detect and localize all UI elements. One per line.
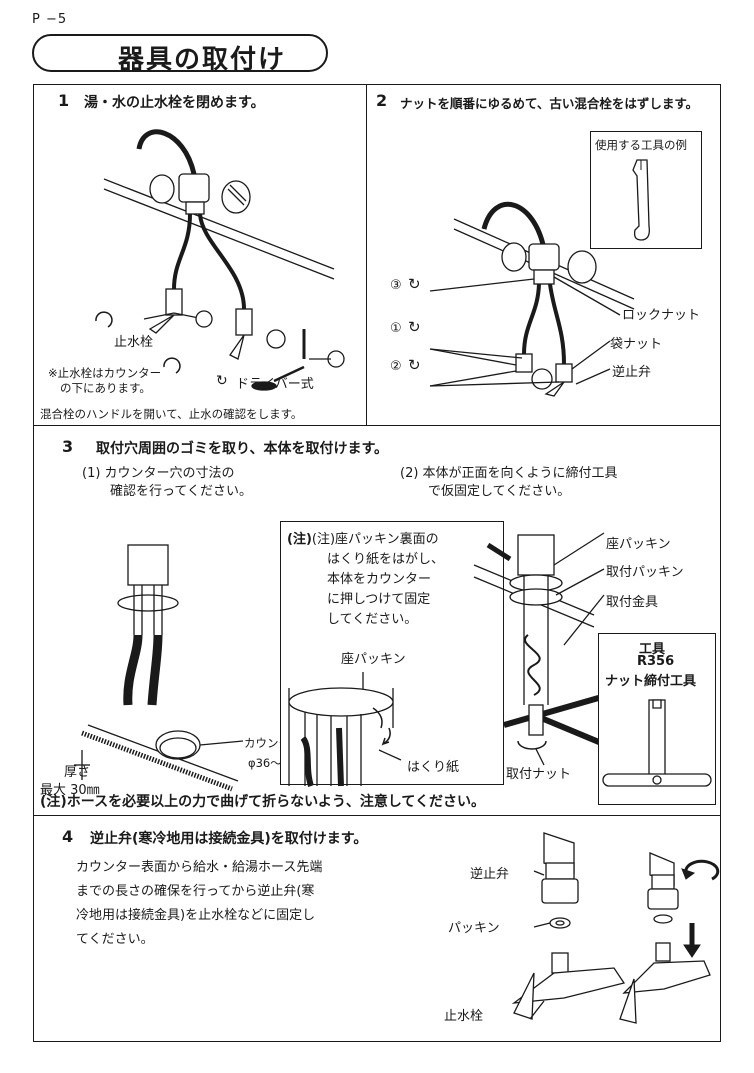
rotate-icon-3: ↻ [408,275,421,293]
hose-caution-note: (注)ホースを必要以上の力で曲げて折らないよう、注意してください。 [40,794,485,810]
release-paper-note-box: (注)(注)座パッキン裏面の はくり紙をはがし、 本体をカウンター に押しつけて… [280,521,504,787]
step-4-heading: 逆止弁(寒冷地用は接続金具)を取付けます。 [90,831,368,847]
screwdriver-type-label: ドライバー式 [236,377,314,392]
step-4-body-line2: までの長さの確保を行ってから逆止弁(寒 [76,884,315,899]
tool-example-label: 使用する工具の例 [595,138,687,152]
mount-fitting-label: 取付金具 [606,595,659,610]
stop-valve-note-line1: ※止水栓はカウンター [48,366,162,380]
release-paper-label: はくり紙 [407,760,460,775]
step-4-stop-valve-label: 止水栓 [444,1009,484,1024]
note-line-2: はくり紙をはがし、 [327,552,445,567]
step-1-heading: 湯・水の止水栓を閉めます。 [84,95,265,111]
tool-code: R356 [637,654,675,669]
tool-name: ナット締付工具 [605,674,697,689]
step-3-sub1-line2: 確認を行ってください。 [110,484,252,499]
step-3-sub2-line1: (2) 本体が正面を向くように締付工具 [400,466,618,481]
stop-valve-label: 止水栓 [114,335,154,350]
note-line-4: に押しつけて固定 [327,592,431,607]
marker-3: ③ [390,278,402,293]
faucet-stop-valve-illustration [95,129,345,391]
tool-title: 工具 [639,642,666,657]
screwdriver-rotate-icon: ↻ [216,373,228,389]
max-thickness-label: 最大 30㎜ [40,783,100,798]
page-number: P −5 [32,12,68,27]
tool-example-box: 使用する工具の例 [590,131,702,249]
step-3-heading: 取付穴周囲のゴミを取り、本体を取付けます。 [96,441,389,457]
note-line-1: (注)(注)座パッキン裏面の [287,532,439,547]
rotate-icon-1: ↻ [408,318,421,336]
divider-step1-step2 [366,85,367,425]
marker-1: ① [390,321,402,336]
counter-hole-illustration [74,544,244,792]
t-wrench-icon [602,699,712,787]
step-4-check-valve-label: 逆止弁 [470,867,510,882]
check-valve-label: 逆止弁 [612,365,652,380]
step-4-body-line4: てください。 [76,932,154,947]
nut-tightening-tool-box: 工具 R356 ナット締付工具 [598,633,716,805]
bag-nut-label: 袋ナット [610,337,663,352]
step-2-heading: ナットを順番にゆるめて、古い混合栓をはずします。 [400,96,699,111]
release-paper-illustration [288,672,402,787]
thickness-label: 厚さ [64,765,91,780]
step-4-body-line1: カウンター表面から給水・給湯ホース先端 [76,860,323,875]
stop-valve-note-line2: の下にあります。 [60,381,151,395]
wrench-icon [632,159,650,241]
marker-2: ② [390,359,402,374]
section-title: 器具の取付け [118,45,287,75]
step-4-packing-label: パッキン [448,921,500,936]
mount-packing-label: 取付パッキン [606,565,684,580]
check-valve-install-illustration [511,832,720,1024]
step-1-footer-note: 混合栓のハンドルを開いて、止水の確認をします。 [40,407,303,421]
divider-step3 [34,425,720,426]
mount-nut-label: 取付ナット [506,767,572,782]
step-4-number: 4 [62,827,74,846]
old-faucet-removal-illustration [429,201,635,397]
step-3-sub2-line2: で仮固定してください。 [428,484,571,499]
instruction-frame: 1 湯・水の止水栓を閉めます。 [33,84,721,1042]
step-2-number: 2 [376,91,388,110]
step-3-number: 3 [62,437,74,456]
seat-packing-label: 座パッキン [606,537,671,552]
lock-nut-label: ロックナット [622,308,701,323]
note-line-5: してください。 [327,612,418,627]
step-1-number: 1 [58,91,70,110]
note-line-3: 本体をカウンター [327,572,432,587]
note-seat-packing-label: 座パッキン [341,652,406,667]
section-title-pill: 器具の取付け [32,34,328,75]
step-3-sub1-line1: (1) カウンター穴の寸法の [82,466,235,481]
divider-step4 [34,815,720,816]
rotate-icon-2: ↻ [408,356,421,374]
step-4-body-line3: 冷地用は接続金具)を止水栓などに固定し [76,908,316,923]
